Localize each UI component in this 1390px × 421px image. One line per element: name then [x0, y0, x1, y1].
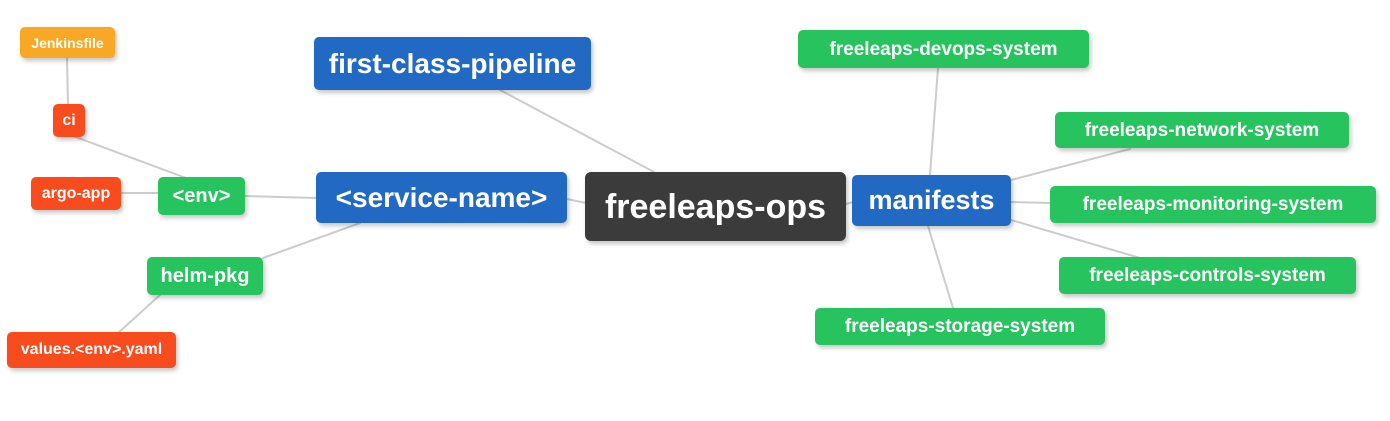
- edge-service-name-helm-pkg: [262, 222, 361, 259]
- node-ci[interactable]: ci: [53, 104, 85, 137]
- edge-manifests-controls-system: [1010, 219, 1141, 259]
- edge-freeleaps-ops-manifests: [845, 201, 854, 205]
- edge-manifests-devops-system: [929, 67, 939, 176]
- node-controls-system[interactable]: freeleaps-controls-system: [1059, 257, 1356, 294]
- edge-manifests-storage-system: [927, 225, 954, 309]
- edge-manifests-network-system: [1010, 148, 1131, 181]
- node-env[interactable]: <env>: [158, 177, 245, 215]
- node-devops-system[interactable]: freeleaps-devops-system: [798, 30, 1089, 68]
- node-manifests[interactable]: manifests: [852, 175, 1011, 226]
- edge-first-class-pipeline-freeleaps-ops: [499, 89, 655, 173]
- edge-manifests-monitoring-system: [1010, 201, 1051, 204]
- node-jenkinsfile[interactable]: Jenkinsfile: [20, 27, 115, 58]
- node-helm-pkg[interactable]: helm-pkg: [147, 257, 263, 295]
- node-first-class-pipeline[interactable]: first-class-pipeline: [314, 37, 591, 90]
- node-values-env-yaml[interactable]: values.<env>.yaml: [7, 332, 176, 368]
- edge-jenkinsfile-ci: [66, 57, 69, 105]
- node-storage-system[interactable]: freeleaps-storage-system: [815, 308, 1105, 345]
- node-freeleaps-ops[interactable]: freeleaps-ops: [585, 172, 846, 241]
- node-service-name[interactable]: <service-name>: [316, 172, 567, 223]
- edge-ci-env: [72, 135, 187, 179]
- edge-helm-pkg-values-env-yaml: [117, 294, 161, 334]
- edge-env-service-name: [244, 195, 317, 199]
- node-monitoring-system[interactable]: freeleaps-monitoring-system: [1050, 186, 1376, 223]
- edge-service-name-freeleaps-ops: [566, 198, 587, 204]
- node-argo-app[interactable]: argo-app: [31, 177, 121, 210]
- node-network-system[interactable]: freeleaps-network-system: [1055, 112, 1349, 148]
